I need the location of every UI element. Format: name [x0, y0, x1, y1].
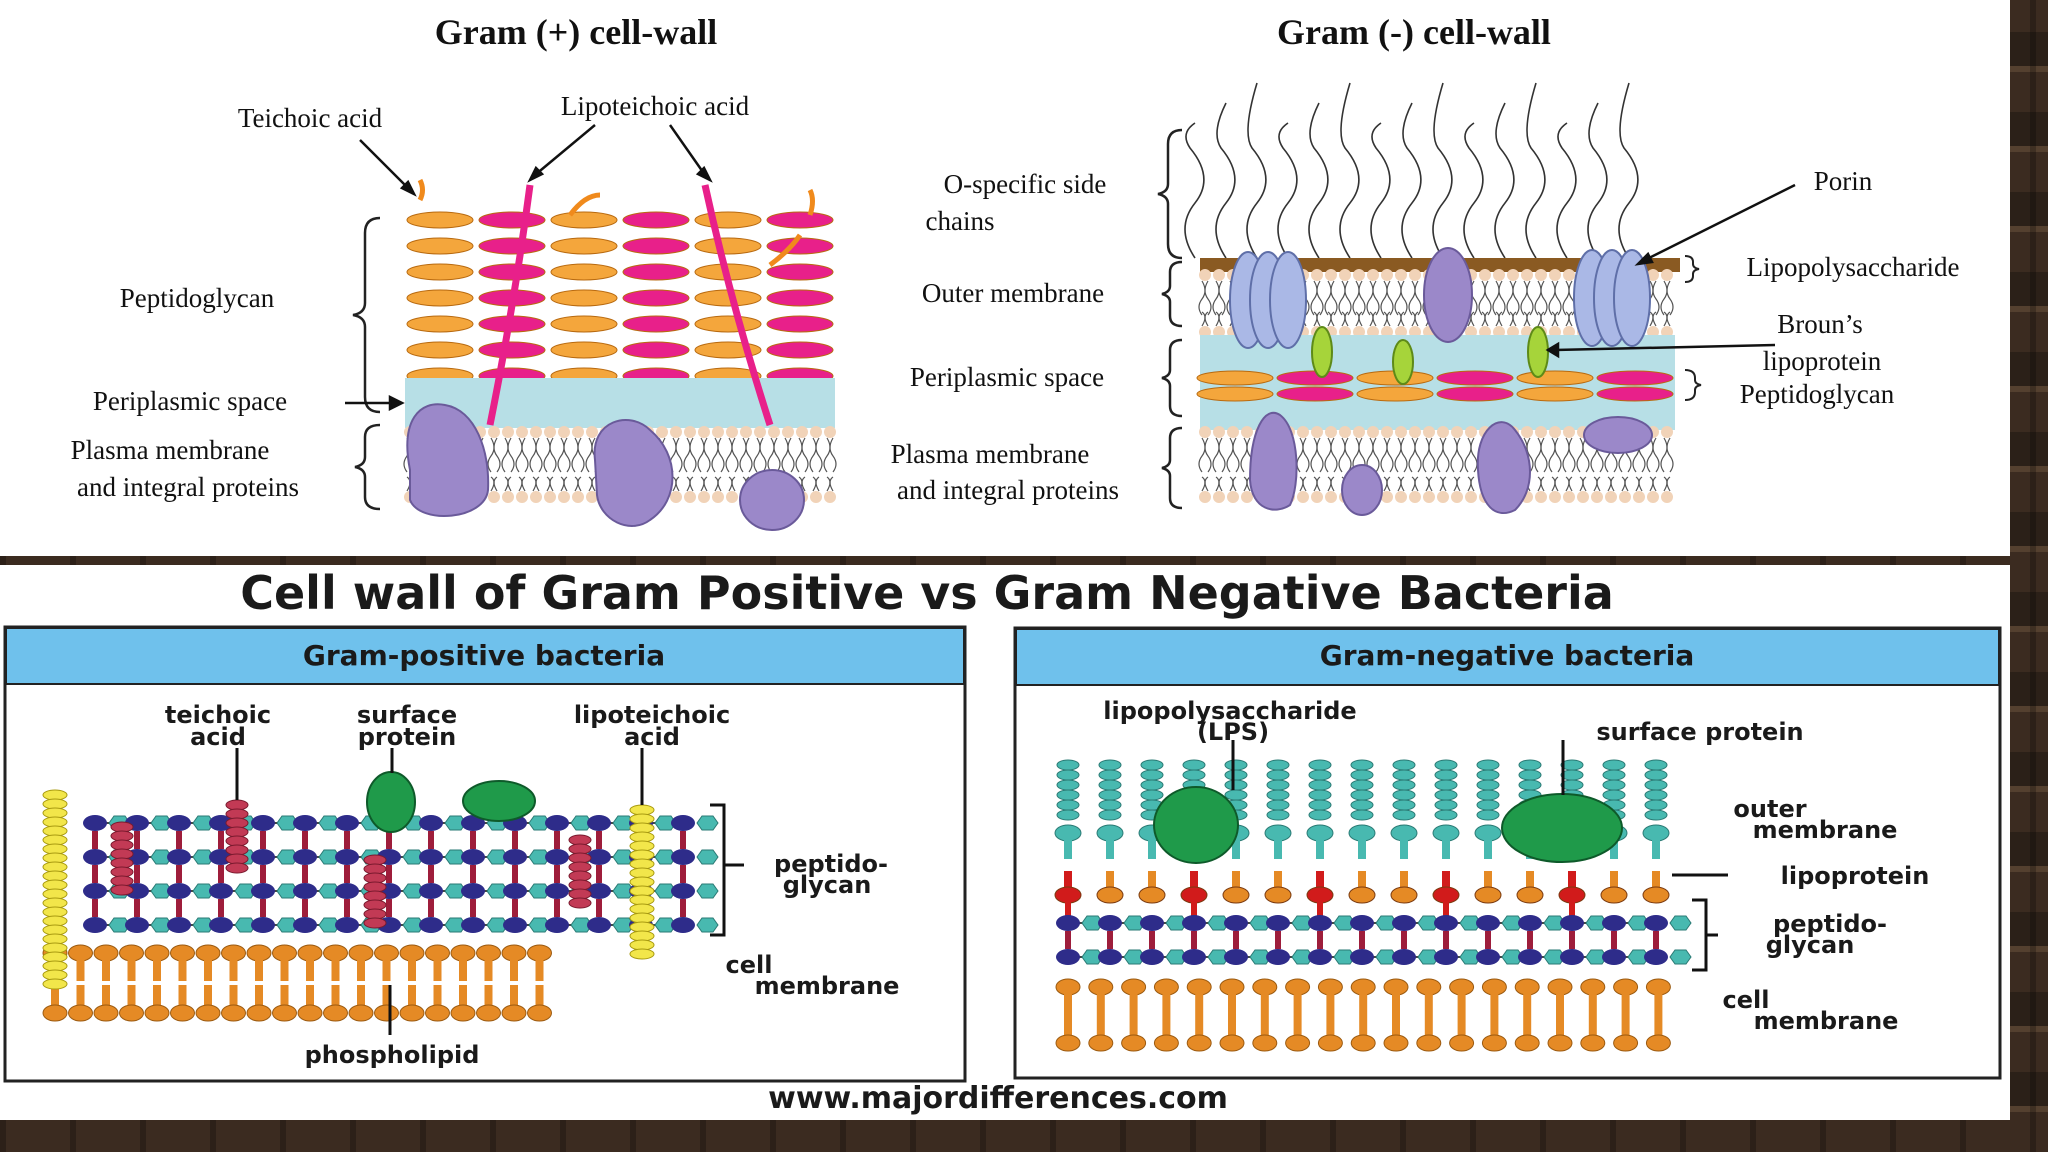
- label-porin: Porin: [1814, 166, 1873, 196]
- label-periplasmic-space: Periplasmic space: [93, 386, 287, 416]
- label-b-membrane: membrane: [755, 972, 900, 1000]
- label-b-neg-surface: surface protein: [1596, 718, 1803, 746]
- gram-pos-title: Gram (+) cell-wall: [435, 12, 717, 52]
- gram-pos-protein-2: [593, 419, 674, 527]
- label-b-phospholipid: phospholipid: [305, 1041, 480, 1069]
- lipoteichoic-strand-1: [486, 184, 534, 426]
- label-lipopolysaccharide: Lipopolysaccharide: [1747, 252, 1960, 282]
- label-b-teichoic-acid: acid: [190, 723, 246, 751]
- gram-neg-title: Gram (-) cell-wall: [1277, 12, 1551, 52]
- label-b-surface: surface: [357, 701, 457, 729]
- gram-pos-protein-1: [406, 403, 490, 517]
- label-integral-proteins: and integral proteins: [77, 472, 299, 502]
- label-b-lps-abbr: (LPS): [1197, 718, 1269, 746]
- label-plasma-membrane: Plasma membrane: [71, 435, 270, 465]
- label-b-neg-cell: cell: [1723, 986, 1770, 1014]
- pos-pointer-lines: [235, 748, 644, 1035]
- pos-surface-protein-1: [366, 771, 416, 833]
- label-lipoteichoic-acid: Lipoteichoic acid: [561, 91, 750, 121]
- neg-pointer-lines: [1231, 740, 1728, 877]
- gram-neg-outer-protein: [1423, 247, 1473, 343]
- label-neg-integral: and integral proteins: [897, 475, 1119, 505]
- neg-ochains-brace: [1157, 128, 1183, 260]
- gram-neg-header-text: Gram-negative bacteria: [1320, 639, 1695, 672]
- pos-peptido-bracket: [710, 803, 744, 937]
- gram-neg-peptidoglycan-layer: [1196, 370, 1674, 402]
- label-b-lipoteichoic-acid: acid: [624, 723, 680, 751]
- label-b-peptido: peptido-: [774, 850, 888, 878]
- yellow-lipoteichoic-chains: [42, 789, 655, 990]
- gram-neg-protein-4: [1583, 416, 1653, 454]
- label-b-outer: outer: [1733, 795, 1806, 823]
- porin-left: [1229, 251, 1307, 349]
- neg-peptido-bracket: [1692, 898, 1718, 972]
- pos-label-arrows: [345, 124, 713, 412]
- source-url: www.majordifferences.com: [768, 1081, 1228, 1116]
- pos-plasma-brace: [354, 423, 381, 511]
- label-o-specific: O-specific side: [944, 169, 1107, 199]
- label-lipoprotein: lipoprotein: [1763, 346, 1882, 376]
- gram-pos-header-text: Gram-positive bacteria: [303, 639, 665, 672]
- label-chains: chains: [926, 206, 995, 236]
- label-b-neg-membrane: membrane: [1754, 1007, 1899, 1035]
- maroon-teichoic-chains: [110, 799, 592, 929]
- label-outer-membrane: Outer membrane: [922, 278, 1104, 308]
- gram-neg-header: [1015, 628, 2000, 686]
- teichoic-hook-1: [417, 178, 425, 202]
- teichoic-hook-4: [807, 188, 815, 216]
- gram-pos-protein-3: [739, 469, 805, 531]
- top-diagram-panel: Gram (+) cell-wall Gram (-) cell-wall Te…: [0, 0, 2010, 556]
- label-neg-periplasmic: Periplasmic space: [910, 362, 1104, 392]
- label-b-glycan: glycan: [783, 871, 872, 899]
- gram-pos-header: [5, 627, 965, 685]
- gram-neg-protein-2: [1341, 464, 1383, 516]
- bottom-diagram-svg: Cell wall of Gram Positive vs Gram Negat…: [3, 566, 2002, 1116]
- label-b-cell: cell: [726, 951, 773, 979]
- label-b-neg-peptido: peptido-: [1773, 910, 1887, 938]
- gram-pos-cell-membrane: [42, 944, 552, 1022]
- gram-neg-protein-3: [1476, 421, 1531, 515]
- o-specific-side-chains: [1184, 82, 1639, 259]
- neg-plasma-brace: [1161, 426, 1183, 510]
- label-b-lipoprotein: lipoprotein: [1781, 862, 1930, 890]
- label-brouns: Broun’s: [1777, 309, 1863, 339]
- teichoic-hook-2: [568, 192, 601, 217]
- neg-outer-brace: [1161, 260, 1183, 328]
- neg-peptido-brace: [1684, 369, 1702, 401]
- neg-periplasm-brace: [1161, 338, 1183, 418]
- neg-surface-protein-2: [1501, 793, 1623, 863]
- lps-brace: [1684, 255, 1700, 283]
- label-b-lps: lipopolysaccharide: [1103, 697, 1356, 725]
- neg-surface-protein-1: [1153, 786, 1239, 864]
- label-b-outer-membrane: membrane: [1753, 816, 1898, 844]
- porin-right: [1573, 249, 1651, 347]
- top-diagram-svg: Gram (+) cell-wall Gram (-) cell-wall Te…: [71, 12, 1960, 531]
- teichoic-hook-3: [768, 233, 803, 267]
- label-neg-plasma: Plasma membrane: [891, 439, 1090, 469]
- label-peptidoglycan: Peptidoglycan: [120, 283, 275, 313]
- bottom-diagram-panel: Cell wall of Gram Positive vs Gram Negat…: [0, 565, 2010, 1120]
- gram-neg-protein-1: [1248, 412, 1298, 511]
- gram-pos-peptidoglycan-layer: [406, 211, 834, 385]
- gram-neg-lipoprotein-row: [1054, 871, 1670, 923]
- label-b-surface-protein: protein: [358, 723, 457, 751]
- gram-neg-cell-membrane: [1055, 978, 1671, 1052]
- bottom-title: Cell wall of Gram Positive vs Gram Negat…: [240, 566, 1614, 620]
- brouns-lipoproteins: [1311, 326, 1549, 385]
- label-teichoic-acid: Teichoic acid: [238, 103, 383, 133]
- lipoteichoic-strand-2: [701, 184, 774, 427]
- neg-label-arrows: [1545, 183, 1796, 359]
- pos-peptido-brace: [352, 216, 381, 414]
- pos-surface-protein-2: [462, 780, 536, 822]
- label-b-teichoic: teichoic: [165, 701, 271, 729]
- label-b-neg-glycan: glycan: [1766, 931, 1855, 959]
- label-b-lipoteichoic: lipoteichoic: [574, 701, 730, 729]
- gram-neg-peptidoglycan-mesh: [1056, 915, 1692, 965]
- label-neg-peptidoglycan: Peptidoglycan: [1740, 379, 1895, 409]
